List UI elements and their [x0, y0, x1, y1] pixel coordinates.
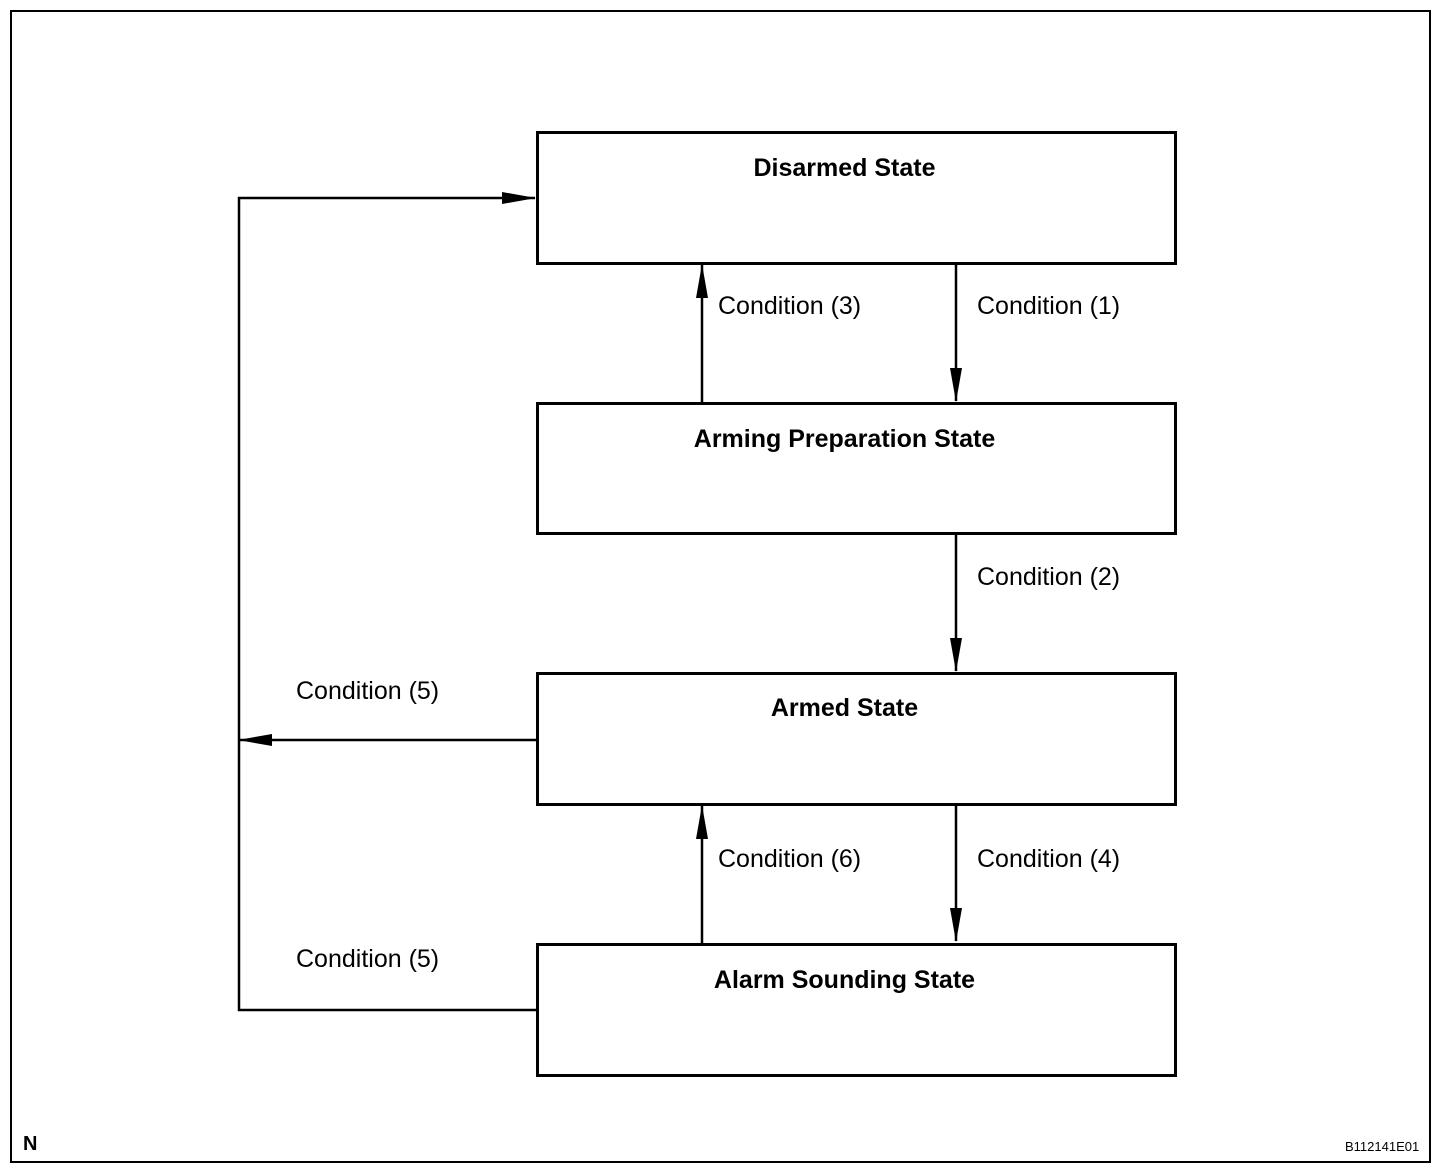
state-armed: Armed State — [536, 672, 1177, 806]
corner-letter: N — [23, 1133, 38, 1155]
state-arming-preparation: Arming Preparation State — [536, 402, 1177, 535]
state-title: Arming Preparation State — [693, 425, 996, 453]
state-disarmed: Disarmed State — [536, 131, 1177, 265]
state-title: Armed State — [770, 694, 919, 722]
label-condition-3: Condition (3) — [718, 292, 862, 320]
label-condition-4: Condition (4) — [977, 845, 1121, 873]
state-title: Disarmed State — [753, 154, 936, 182]
state-title: Alarm Sounding State — [713, 966, 976, 994]
diagram-frame — [10, 10, 1431, 1163]
label-condition-5-armed: Condition (5) — [296, 677, 440, 705]
label-condition-2: Condition (2) — [977, 563, 1121, 591]
label-condition-6: Condition (6) — [718, 845, 862, 873]
arrow-condition-5-alarm — [237, 192, 537, 1012]
label-condition-5-alarm: Condition (5) — [296, 945, 440, 973]
state-alarm-sounding: Alarm Sounding State — [536, 943, 1177, 1077]
label-condition-1: Condition (1) — [977, 292, 1121, 320]
figure-code: B112141E01 — [1345, 1139, 1420, 1154]
